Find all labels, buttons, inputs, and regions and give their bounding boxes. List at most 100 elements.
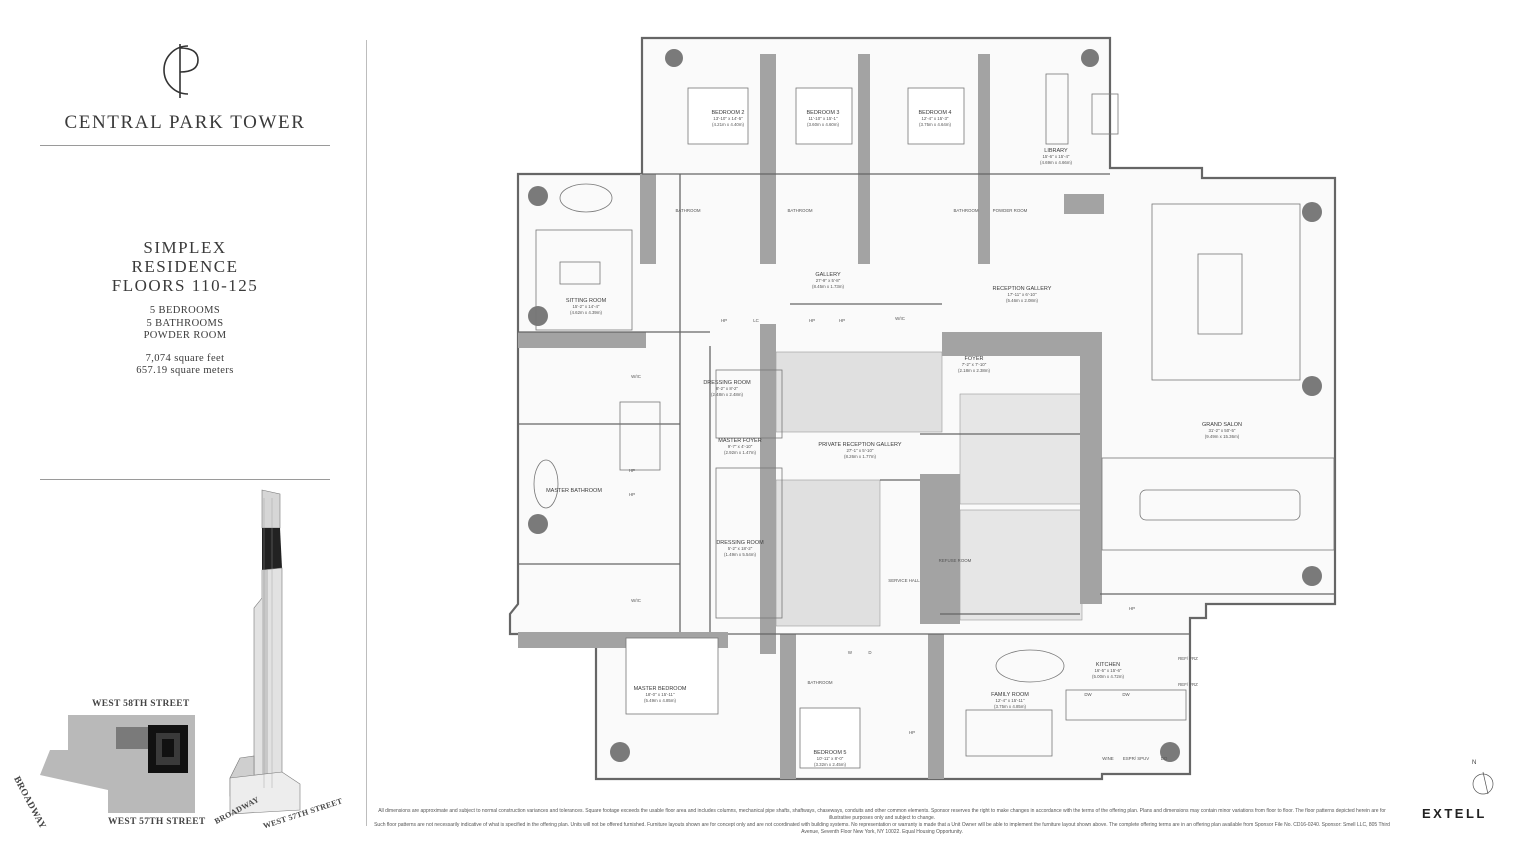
room-sitting-room-label: SITTING ROOM [566, 298, 607, 304]
svg-text:(3.75m x 4.85m): (3.75m x 4.85m) [994, 704, 1027, 709]
svg-text:(4.62m x 4.39m): (4.62m x 4.39m) [570, 310, 603, 315]
hp-label: HP [809, 318, 815, 323]
bedrooms-count: 5 BEDROOMS [149, 305, 221, 316]
svg-text:5'-2" x 18'-2": 5'-2" x 18'-2" [728, 546, 753, 551]
svg-text:(2.92m x 1.47m): (2.92m x 1.47m) [724, 450, 757, 455]
svg-text:(4.69m x 4.66m): (4.69m x 4.66m) [1040, 160, 1073, 165]
room-bedroom-2-label: BEDROOM 2 [711, 110, 744, 116]
floor-plan: BEDROOM 2 13'-10" x 14'-5" (4.21m x 4.40… [508, 36, 1337, 781]
svg-text:11'-10" x 15'-1": 11'-10" x 15'-1" [808, 116, 838, 121]
room-gallery-label: GALLERY [815, 272, 841, 278]
svg-text:16'-5" x 15'-6": 16'-5" x 15'-6" [1094, 668, 1121, 673]
bathrooms-count: 5 BATHROOMS [146, 317, 224, 329]
svg-text:(8.45m x 1.73m): (8.45m x 1.73m) [812, 284, 845, 289]
svg-text:12'-4" x 15'-11": 12'-4" x 15'-11" [995, 698, 1025, 703]
info-panel: CENTRAL PARK TOWER SIMPLEX RESIDENCE FLO… [0, 0, 370, 864]
title-line-3: FLOORS 110-125 [111, 276, 259, 295]
svg-text:12'-4" x 15'-3": 12'-4" x 15'-3" [921, 116, 948, 121]
hp-label: HP [1129, 606, 1135, 611]
dishwasher-label: DW [1084, 692, 1092, 697]
hp-label: HP [629, 468, 635, 473]
double-oven-label: DO [1161, 756, 1168, 761]
wic-label: W/IC [631, 598, 641, 603]
svg-text:(2.48m x 2.48m): (2.48m x 2.48m) [711, 392, 744, 397]
hp-label: HP [629, 492, 635, 497]
tower-illustration [229, 489, 301, 815]
svg-text:15'-6" x 15'-4": 15'-6" x 15'-4" [1042, 154, 1069, 159]
brand-name: CENTRAL PARK TOWER [64, 112, 306, 133]
site-keymap [40, 715, 195, 813]
svg-text:10'-11" x 8'-0": 10'-11" x 8'-0" [817, 756, 844, 761]
area-sqft: 7,074 square feet [145, 352, 225, 364]
disclaimer: All dimensions are approximate and subje… [372, 808, 1392, 836]
room-dressing-room-2-label: DRESSING ROOM [716, 540, 764, 546]
north-street-label: WEST 58TH STREET [92, 699, 190, 709]
room-grand-salon-label: GRAND SALON [1202, 422, 1242, 428]
room-family-room-label: FAMILY ROOM [991, 692, 1029, 698]
espresso-label: ESPR/ SPUV [1123, 756, 1149, 761]
svg-text:(3.75m x 4.64m): (3.75m x 4.64m) [919, 122, 952, 127]
residence-title-block: SIMPLEX RESIDENCE FLOORS 110-125 5 BEDRO… [40, 238, 330, 378]
svg-text:27'-9" x 5'-8": 27'-9" x 5'-8" [816, 278, 841, 283]
refrigerator-label: REF/ FRZ [1178, 682, 1198, 687]
svg-text:13'-10" x 14'-5": 13'-10" x 14'-5" [713, 116, 743, 121]
svg-text:(9.49m x 15.36m): (9.49m x 15.36m) [1205, 434, 1240, 439]
room-library-label: LIBRARY [1044, 148, 1068, 154]
svg-text:17'-11" x 6'-10": 17'-11" x 6'-10" [1007, 292, 1037, 297]
powder-room-note: POWDER ROOM [143, 330, 227, 341]
room-foyer-label: FOYER [965, 356, 984, 362]
room-master-bathroom-label: MASTER BATHROOM [546, 488, 602, 494]
bathroom-label: BATHROOM [787, 208, 812, 213]
hp-label: HP [721, 318, 727, 323]
title-line-1: SIMPLEX [143, 238, 227, 257]
room-master-bedroom-label: MASTER BEDROOM [634, 686, 687, 692]
wic-label: W/IC [631, 374, 641, 379]
svg-text:(5.46m x 2.08m): (5.46m x 2.08m) [1006, 298, 1039, 303]
svg-text:(5.49m x 4.85m): (5.49m x 4.85m) [644, 698, 677, 703]
refuse-room-label: REFUSE ROOM [939, 558, 972, 563]
south-street-label: WEST 57TH STREET [108, 817, 206, 827]
svg-text:7'-2" x 7'-10": 7'-2" x 7'-10" [962, 362, 987, 367]
service-hall-label: SERVICE HALL [888, 578, 920, 583]
developer-logo: EXTELL [1422, 806, 1487, 821]
wic-label: W/IC [895, 316, 905, 321]
hp-label: HP [909, 730, 915, 735]
powder-room-label: POWDER ROOM [993, 208, 1028, 213]
room-kitchen-label: KITCHEN [1096, 662, 1120, 668]
elevator-core-bottom [775, 479, 881, 627]
svg-text:(4.21m x 4.40m): (4.21m x 4.40m) [712, 122, 745, 127]
room-dressing-room-label: DRESSING ROOM [703, 380, 751, 386]
room-private-reception-gallery-label: PRIVATE RECEPTION GALLERY [818, 442, 901, 448]
room-bedroom-5-label: BEDROOM 5 [813, 750, 846, 756]
disclaimer-line-1: All dimensions are approximate and subje… [378, 808, 1386, 821]
svg-text:9'-7" x 4'-10": 9'-7" x 4'-10" [728, 444, 753, 449]
wine-label: WINE [1102, 756, 1114, 761]
room-master-foyer-label: MASTER FOYER [718, 438, 761, 444]
title-line-2: RESIDENCE [131, 257, 239, 276]
room-bedroom-4-label: BEDROOM 4 [918, 110, 951, 116]
stair-top [959, 393, 1083, 505]
disclaimer-line-2: Such floor patterns are not necessarily … [374, 822, 1390, 835]
lc-label: LC [753, 318, 759, 323]
svg-text:(1.49m x 5.54m): (1.49m x 5.54m) [724, 552, 757, 557]
svg-text:27'-1" x 5'-10": 27'-1" x 5'-10" [846, 448, 873, 453]
room-reception-gallery-label: RECEPTION GALLERY [993, 286, 1052, 292]
north-arrow-label: N [1472, 760, 1477, 766]
svg-text:18'-0" x 15'-11": 18'-0" x 15'-11" [645, 692, 675, 697]
divider [40, 479, 330, 480]
svg-text:8'-2" x 8'-2": 8'-2" x 8'-2" [716, 386, 739, 391]
svg-text:(3.60m x 4.60m): (3.60m x 4.60m) [807, 122, 840, 127]
bathroom-label: BATHROOM [675, 208, 700, 213]
cpt-monogram-icon [163, 44, 199, 98]
refrigerator-label: REF/ FRZ [1178, 656, 1198, 661]
north-arrow-icon [1472, 771, 1494, 795]
svg-text:(2.18m x 2.38m): (2.18m x 2.38m) [958, 368, 991, 373]
stair-bottom [959, 509, 1083, 621]
svg-text:31'-2" x 50'-5": 31'-2" x 50'-5" [1208, 428, 1235, 433]
room-bedroom-3-label: BEDROOM 3 [806, 110, 839, 116]
vertical-divider [366, 40, 367, 826]
svg-text:(5.00m x 4.72m): (5.00m x 4.72m) [1092, 674, 1125, 679]
bathroom-label: BATHROOM [953, 208, 978, 213]
svg-text:(3.32m x 2.45m): (3.32m x 2.45m) [814, 762, 847, 767]
washer-label: W [848, 650, 853, 655]
